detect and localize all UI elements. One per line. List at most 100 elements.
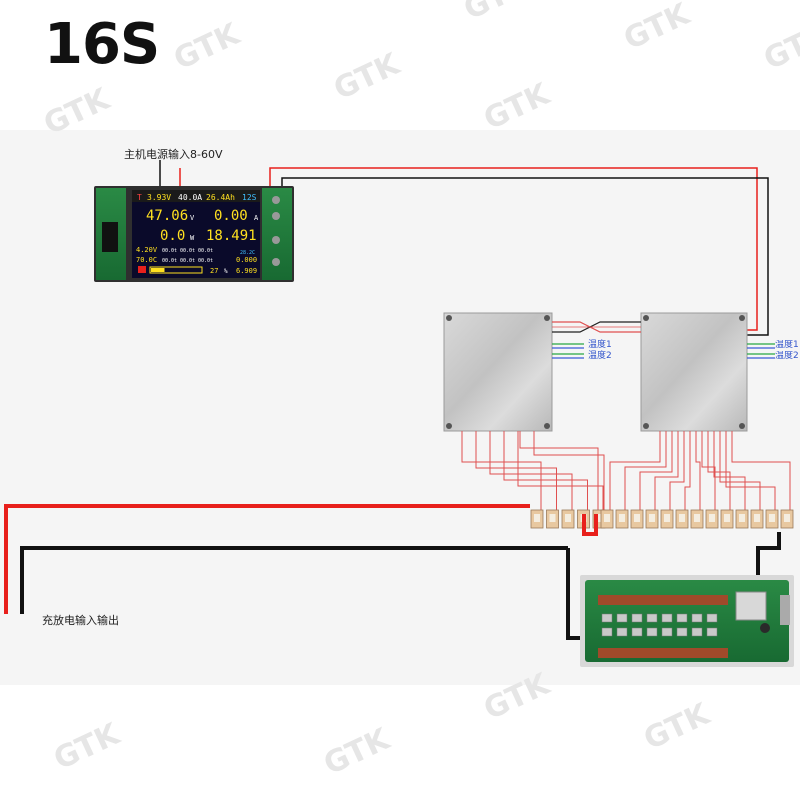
mosfet — [646, 627, 658, 637]
lcd-energy: 18.491 — [206, 228, 257, 244]
cell-connector — [600, 509, 614, 529]
lcd-t: T — [137, 193, 142, 202]
lcd-ah: 26.4Ah — [206, 193, 235, 202]
page-title: 16S — [44, 12, 160, 77]
watermark-text: GTK — [759, 16, 800, 77]
sense-wire — [684, 431, 691, 510]
lcd-side-small: 28.2C — [240, 250, 255, 256]
watermark-text: GTK — [329, 46, 407, 107]
cell-connector-strip — [530, 509, 794, 529]
mosfet — [676, 627, 688, 637]
module-link-wires — [552, 321, 641, 333]
lcd-cell-f: 00.0t — [198, 258, 213, 264]
lcd-max-current: 40.0A — [178, 193, 202, 202]
lcd-current-unit: A — [254, 214, 259, 222]
lcd-capacity: 6.909 — [236, 267, 257, 275]
sense-wire — [669, 431, 685, 510]
capacity-bar-fill — [151, 268, 165, 272]
sense-wire — [707, 431, 731, 510]
lcd-current: 0.00 — [214, 208, 248, 224]
sense-wire — [713, 431, 746, 510]
mosfet — [691, 627, 703, 637]
lcd-voltage-unit: V — [190, 214, 195, 222]
lcd-cell-c: 00.0t — [198, 248, 213, 254]
lcd-temp: 70.0C — [136, 256, 157, 264]
sense-wire — [639, 431, 673, 510]
sense-wire — [719, 431, 761, 510]
watermark-text: GTK — [459, 0, 537, 27]
lcd-cell-b: 00.0t — [180, 248, 195, 254]
cell-connector — [765, 509, 779, 529]
mosfet — [661, 627, 673, 637]
cell-connector — [615, 509, 629, 529]
mosfet — [646, 613, 658, 623]
mosfet — [691, 613, 703, 623]
watermark-text: GTK — [619, 0, 697, 57]
temperature-wires — [552, 343, 775, 359]
lcd-side-value: 0.000 — [236, 256, 257, 264]
cell-connector — [630, 509, 644, 529]
charge-discharge-label: 充放电输入输出 — [42, 614, 119, 627]
mosfet — [706, 613, 718, 623]
mosfet — [616, 627, 628, 637]
cell-connector — [690, 509, 704, 529]
temp1-label-left: 温度1 — [588, 340, 612, 350]
lcd-percent: 27 — [210, 267, 218, 275]
cell-connector — [561, 509, 575, 529]
lcd-cell-d: 00.0t — [162, 258, 177, 264]
sense-wire — [725, 431, 776, 510]
mosfet — [616, 613, 628, 623]
watermark-text: GTK — [479, 76, 557, 137]
balance-sense-wires — [461, 431, 791, 510]
mosfet — [601, 627, 613, 637]
watermark-text: GTK — [49, 716, 127, 777]
host-power-wires — [159, 160, 769, 336]
temp2-label-right: 温度2 — [775, 351, 799, 361]
sense-wire — [503, 431, 588, 510]
cell-connector — [750, 509, 764, 529]
lcd-cell-max: 4.20V — [136, 246, 158, 254]
sense-wire — [609, 431, 661, 510]
sense-wire — [654, 431, 679, 510]
lcd-power: 0.0 — [160, 228, 185, 244]
battery-monitor: T 3.93V 40.0A 26.4Ah 12S 47.06 V 0.00 A … — [94, 186, 294, 282]
mosfet — [631, 627, 643, 637]
temp2-label-left: 温度2 — [588, 351, 612, 361]
host-power-label: 主机电源输入8-60V — [124, 148, 223, 161]
sense-wire — [517, 431, 604, 510]
sense-wire — [519, 431, 599, 510]
sense-wire — [533, 431, 605, 510]
lcd-cell-voltage: 3.93V — [147, 193, 171, 202]
sense-wire — [489, 431, 573, 510]
cell-connector — [660, 509, 674, 529]
sense-wire — [624, 431, 667, 510]
sense-wire — [475, 431, 557, 510]
watermark-text: GTK — [169, 16, 247, 77]
lcd-power-unit: W — [190, 234, 195, 242]
bms-module-left — [443, 312, 553, 432]
cell-connector — [675, 509, 689, 529]
cell-connector — [735, 509, 749, 529]
lcd-percent-unit: % — [224, 268, 228, 275]
lcd-cell-e: 00.0t — [180, 258, 195, 264]
sense-wire — [695, 431, 701, 510]
mosfet — [661, 613, 673, 623]
lcd-voltage: 47.06 — [146, 208, 188, 224]
mosfet — [631, 613, 643, 623]
cell-connector — [705, 509, 719, 529]
mosfet-array — [601, 613, 718, 637]
lcd-series: 12S — [242, 193, 257, 202]
lcd-screen — [132, 190, 260, 278]
temp1-label-right: 温度1 — [775, 340, 799, 350]
cell-connector — [546, 509, 559, 529]
protection-board — [580, 575, 794, 667]
lcd-cell-a: 00.0t — [162, 248, 177, 254]
mosfet — [676, 613, 688, 623]
cell-connector — [780, 509, 794, 529]
watermark-text: GTK — [319, 721, 397, 782]
sense-wire — [731, 431, 791, 510]
cell-connector — [530, 509, 544, 529]
bms-module-right — [640, 312, 748, 432]
